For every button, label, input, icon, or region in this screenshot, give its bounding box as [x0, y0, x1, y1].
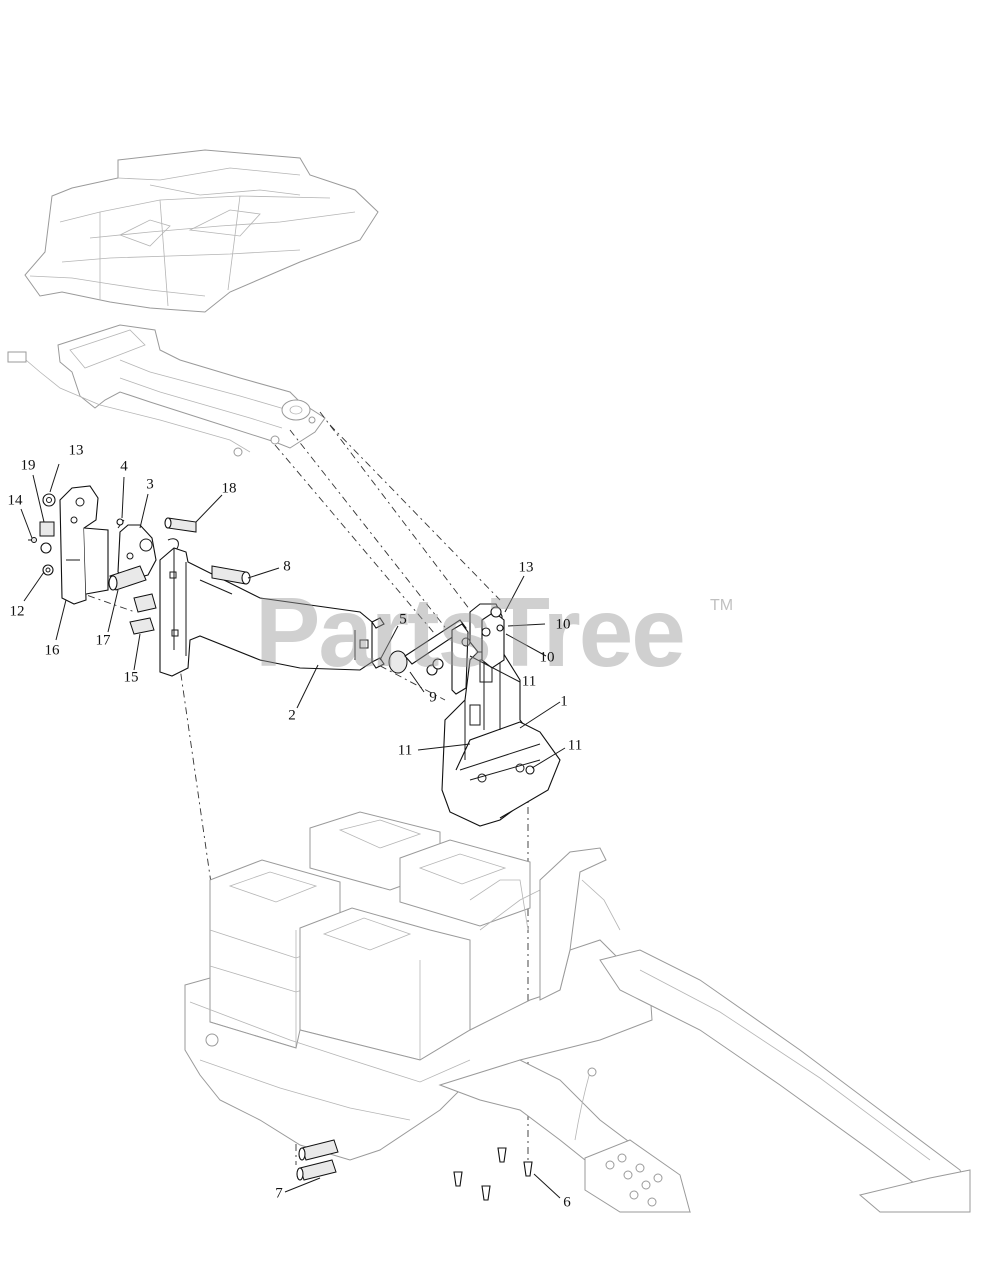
callout-16: 16	[44, 642, 60, 659]
callout-11-right: 11	[567, 737, 583, 754]
callout-10-upper: 10	[555, 616, 571, 633]
callout-1: 1	[560, 693, 568, 710]
callout-13-left: 13	[68, 442, 84, 459]
shaft-9	[388, 619, 467, 676]
callout-12: 12	[9, 603, 25, 620]
bushings-15	[129, 593, 157, 635]
callout-2: 2	[288, 707, 296, 724]
callout-18: 18	[221, 480, 237, 497]
alignment-lines	[71, 411, 529, 1170]
leader-lines	[20, 463, 566, 1199]
spacer-17	[108, 565, 147, 591]
callout-10-lower: 10	[539, 649, 555, 666]
callout-6: 6	[563, 1194, 571, 1211]
callout-7: 7	[275, 1185, 283, 1202]
partstree-watermark: PartsTree	[255, 577, 686, 687]
callout-15: 15	[123, 669, 139, 686]
slide-plate-2	[159, 547, 373, 677]
body-cover-ghost	[24, 149, 379, 313]
callout-14: 14	[7, 492, 23, 509]
callout-19: 19	[20, 457, 36, 474]
trademark-symbol: TM	[710, 597, 734, 614]
callout-8: 8	[283, 558, 291, 575]
left-bracket-16	[59, 485, 109, 605]
control-arm-ghost	[7, 324, 326, 457]
callout-5: 5	[399, 611, 407, 628]
upper-right-plates	[451, 603, 505, 695]
bolts-6	[453, 1147, 533, 1201]
callout-9: 9	[429, 689, 437, 706]
callout-13-right: 13	[518, 559, 534, 576]
callout-17: 17	[95, 632, 111, 649]
mount-bracket-1	[441, 645, 561, 827]
pins-7	[296, 1139, 339, 1181]
callout-3: 3	[146, 476, 154, 493]
callout-11-upper: 11	[521, 673, 537, 690]
pin-8	[211, 565, 251, 585]
pin-18	[164, 517, 197, 551]
small-hardware-left	[28, 493, 56, 576]
bolts-5	[371, 617, 385, 669]
callout-4: 4	[120, 458, 128, 475]
callout-11-left: 11	[397, 742, 413, 759]
chassis-frame	[184, 847, 971, 1213]
